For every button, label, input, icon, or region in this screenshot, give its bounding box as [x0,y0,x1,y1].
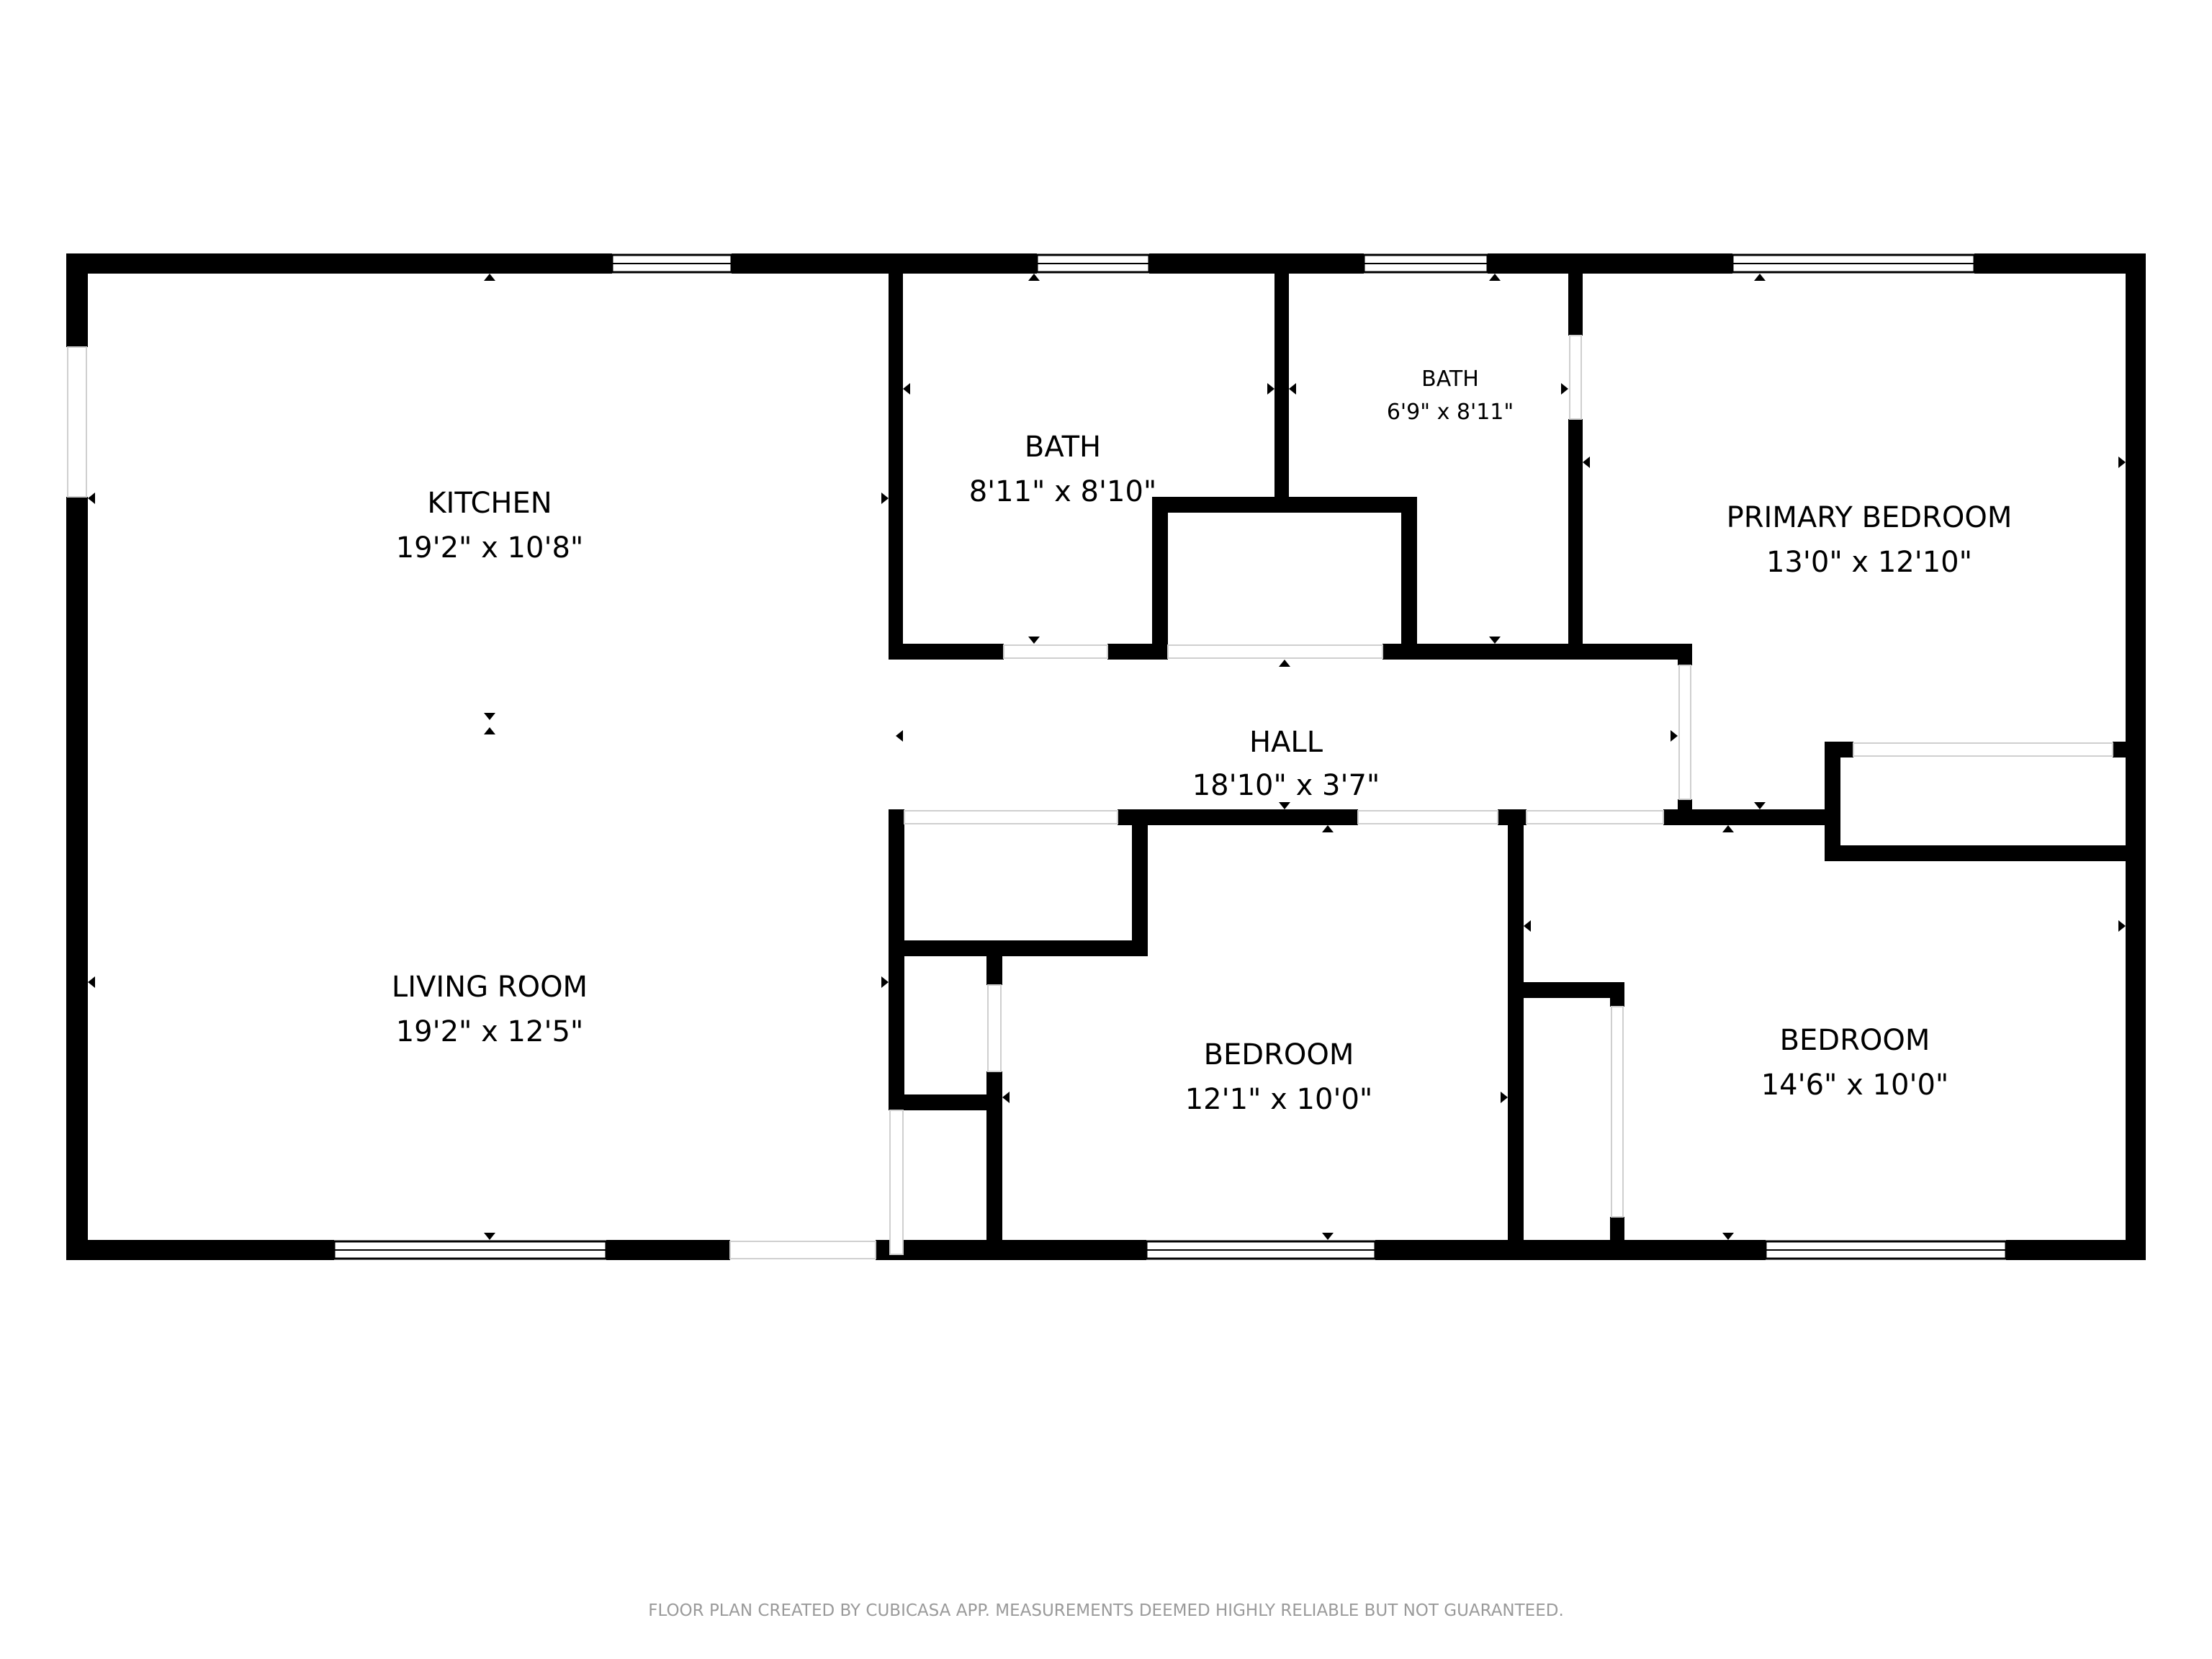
closet-wall [1152,497,1168,660]
door-opening [729,1241,876,1259]
door-opening [1853,742,2113,757]
exterior-wall-top [66,253,612,274]
exterior-wall-top [1149,253,1364,274]
living-room-dimensions: 19'2" x 12'5" [396,1015,584,1048]
primary-bedroom-name: PRIMARY BEDROOM [1727,501,2013,534]
door-opening [1167,644,1383,659]
door-opening [889,1110,904,1255]
primary-bedroom-dimensions: 13'0" x 12'10" [1766,546,1972,579]
exterior-wall-bottom [2006,1240,2146,1260]
hall-name: HALL [1249,726,1323,759]
bath-wall [889,644,1004,660]
closet-wall [889,809,904,1110]
bath-1-dimensions: 8'11" x 8'10" [969,475,1157,508]
exterior-wall-bottom [66,1240,334,1260]
hall-dimensions: 18'10" x 3'7" [1192,769,1380,802]
kitchen-dimensions: 19'2" x 10'8" [396,531,584,565]
exterior-wall-top [1488,253,1732,274]
door-opening [67,346,87,498]
bath-wall [889,274,903,655]
bedroom-1-name: BEDROOM [1204,1038,1354,1071]
bedroom-wall [1508,982,1624,998]
walls [66,253,2146,1260]
door-opening [1569,335,1582,420]
bath-1-name: BATH [1025,431,1101,464]
kitchen-name: KITCHEN [427,487,552,520]
hall-wall [1118,809,1358,825]
closet-wall [1132,809,1148,956]
room-labels: KITCHEN 19'2" x 10'8" LIVING ROOM 19'2" … [392,367,2012,1116]
bedroom-wall [1610,982,1624,1007]
bedroom-wall [1610,1217,1624,1260]
hall-wall [1663,809,1833,825]
closet-wall [1825,845,2146,861]
bedroom-1-dimensions: 12'1" x 10'0" [1185,1083,1373,1116]
door-opening [987,984,1002,1072]
door-openings [67,335,2113,1259]
closet-wall [2113,742,2146,757]
hall-wall [1382,644,1692,660]
exterior-wall-top [732,253,1037,274]
door-opening [1003,644,1108,659]
closet-wall [1825,742,1840,860]
door-opening [1526,810,1664,824]
dimension-arrows [88,274,2126,1240]
door-opening [1611,1006,1624,1218]
closet-wall [889,1094,995,1110]
exterior-wall-top [1974,253,2146,274]
exterior-wall-bottom [1375,1240,1766,1260]
closet-wall [986,1071,1002,1260]
hall-wall [1678,644,1692,665]
exterior-wall-left [66,253,88,347]
bath-2-dimensions: 6'9" x 8'11" [1387,400,1514,425]
disclaimer-footer: FLOOR PLAN CREATED BY CUBICASA APP. MEAS… [648,1601,1564,1620]
bedroom-wall [1508,818,1524,1260]
bath-wall [1568,419,1583,660]
closet-wall [1401,497,1417,660]
closet-wall [1825,742,1853,757]
bath-2-name: BATH [1421,367,1479,392]
bedroom-2-dimensions: 14'6" x 10'0" [1761,1069,1949,1102]
door-opening [1678,665,1691,800]
exterior-wall-bottom [876,1240,1146,1260]
closet-wall [889,940,1146,956]
exterior-wall-left [66,497,88,1260]
door-opening [1357,810,1498,824]
living-room-name: LIVING ROOM [392,971,588,1004]
bath-wall [1274,274,1289,504]
bedroom-2-name: BEDROOM [1780,1024,1930,1057]
closet-wall [986,956,1002,985]
door-opening [904,810,1118,824]
exterior-wall-bottom [606,1240,730,1260]
closet-wall [1152,497,1417,513]
bath-wall [1568,274,1583,336]
